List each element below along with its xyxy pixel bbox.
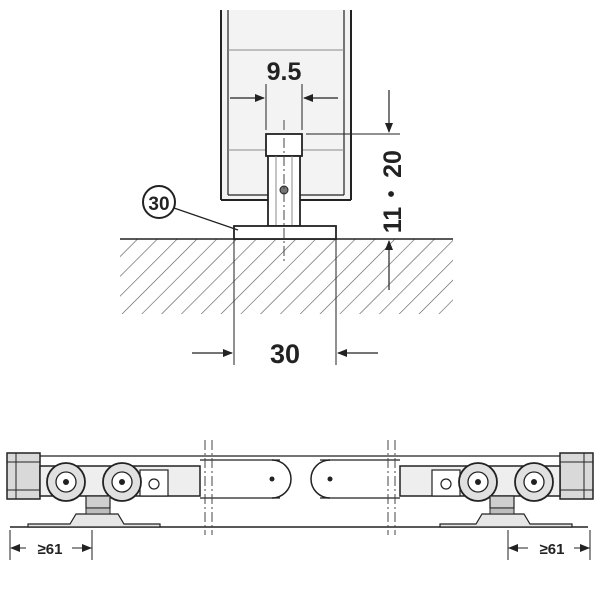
dimension-label-9-5: 9.5 [267, 58, 302, 86]
callout-number: 30 [148, 194, 169, 215]
dimension-vertical: 20 • 11 [306, 90, 407, 290]
right-door-segment [310, 440, 400, 535]
dimension-separator-bullet: • [381, 190, 403, 197]
dimension-label-30: 30 [270, 339, 300, 369]
base-plate [233, 225, 337, 240]
floor-hatching [120, 239, 453, 314]
dimension-label-right-61: ≥61 [540, 541, 565, 558]
left-end-stop [6, 452, 41, 500]
left-mounting-plate [27, 513, 161, 528]
dimension-9-5: 9.5 [230, 58, 338, 130]
dimension-right-clearance: ≥61 [507, 530, 591, 560]
door-profile [220, 10, 352, 201]
dimension-30-base: 30 [192, 239, 378, 369]
floor-guide-pin [233, 120, 337, 262]
top-section-view: 9.5 20 • 11 30 30 [120, 10, 453, 369]
left-roller-assembly [6, 452, 201, 528]
right-roller-assembly [399, 452, 594, 528]
dimension-left-clearance: ≥61 [9, 530, 93, 560]
dimension-label-20: 20 [379, 150, 407, 178]
callout-30: 30 [142, 185, 239, 231]
bottom-elevation-view: ≥61 ≥61 [6, 440, 594, 560]
left-door-segment [200, 440, 292, 535]
dimension-label-left-61: ≥61 [38, 541, 63, 558]
dimension-label-11: 11 [379, 207, 407, 234]
